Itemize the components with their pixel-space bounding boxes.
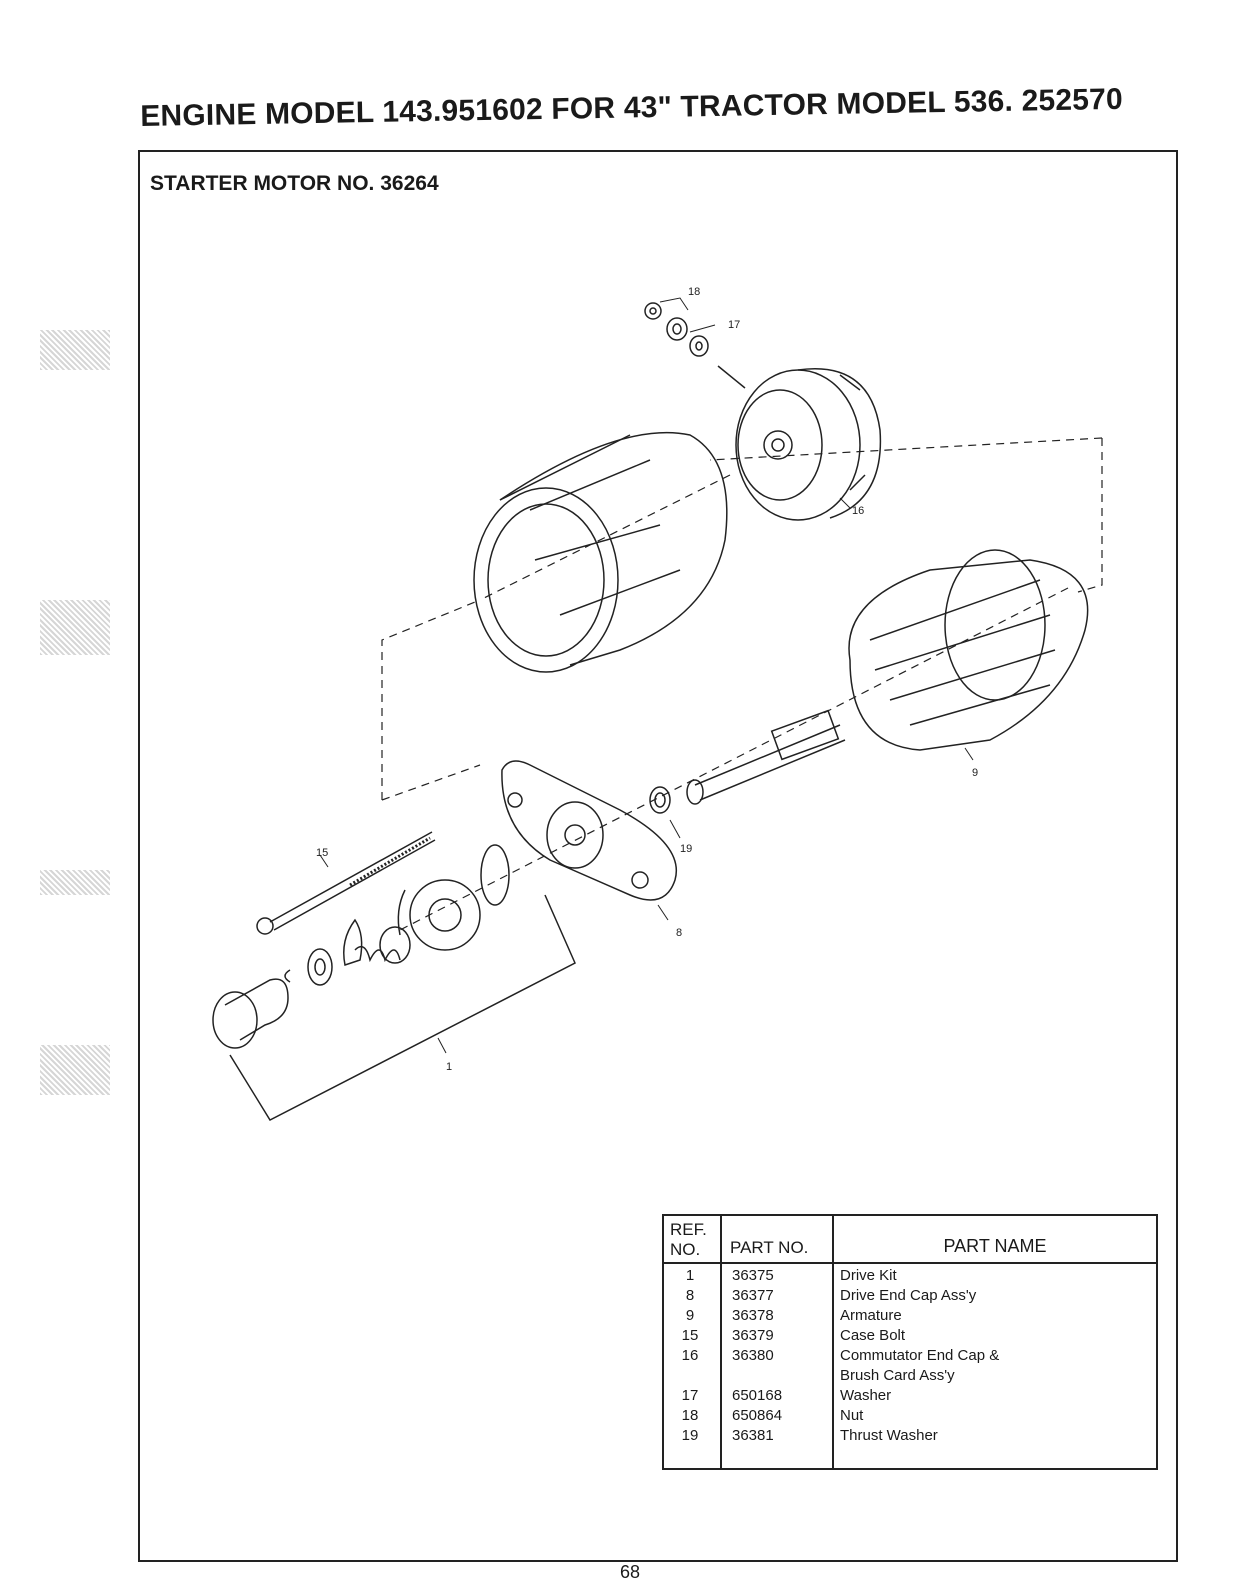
part-19-thrust-washer [649, 786, 671, 814]
part-name-cell: Drive End Cap Ass'y [840, 1287, 977, 1304]
part-name-cell: Armature [840, 1307, 902, 1324]
scan-artifact [40, 870, 110, 895]
motor-housing [473, 431, 728, 673]
callout-label: 16 [852, 505, 864, 517]
ref-cell: 9 [685, 1307, 695, 1324]
part-no-cell: 36381 [732, 1427, 774, 1444]
part-no-cell: 650864 [732, 1407, 783, 1424]
part-name-cell: Nut [840, 1407, 864, 1424]
ref-cell: 1 [685, 1267, 695, 1284]
ref-cell: 16 [681, 1347, 699, 1364]
callout-label: 17 [728, 319, 740, 331]
part-name-cell: Thrust Washer [840, 1427, 938, 1444]
part-no-cell: 650168 [732, 1387, 783, 1404]
scan-artifact [40, 600, 110, 655]
ref-cell: 17 [681, 1387, 699, 1404]
part-16-commutator-end-cap [717, 365, 882, 521]
part-name-cell: Washer [840, 1387, 892, 1404]
ref-cell: 15 [681, 1327, 699, 1344]
callout-label: 18 [688, 286, 700, 298]
part-name-cell: Case Bolt [840, 1327, 906, 1344]
table-header: REF. NO. PART NO. PART NAME [664, 1216, 1156, 1264]
assembly-guide-lines [381, 437, 1103, 931]
part-18-nut [644, 302, 662, 320]
table-row: 1 36375 Drive Kit [664, 1266, 1156, 1286]
header-part-name: PART NAME [943, 1236, 1047, 1256]
callout-label: 15 [316, 847, 328, 859]
callout-label: 9 [972, 767, 978, 779]
table-row: 9 36378 Armature [664, 1306, 1156, 1326]
callout-label: 1 [446, 1061, 452, 1073]
diagram-frame [138, 150, 1178, 1562]
exploded-parts-diagram: 18 17 16 9 19 15 8 1 [212, 286, 1103, 1121]
part-no-cell: 36375 [732, 1267, 774, 1284]
table-row: 16 36380 Commutator End Cap & Brush Card… [664, 1346, 1156, 1386]
ref-cell: 18 [681, 1407, 699, 1424]
page-number: 68 [619, 1562, 641, 1582]
scan-artifact [40, 330, 110, 370]
callout-label: 8 [676, 927, 682, 939]
header-part-no: PART NO. [730, 1238, 809, 1257]
parts-table: REF. NO. PART NO. PART NAME 1 36375 Driv… [662, 1214, 1158, 1470]
table-row: 19 36381 Thrust Washer [664, 1426, 1156, 1446]
callout-label: 19 [680, 843, 692, 855]
part-9-armature [686, 549, 1089, 805]
table-row: 18 650864 Nut [664, 1406, 1156, 1426]
part-no-cell: 36378 [732, 1307, 774, 1324]
part-17-washer [666, 317, 709, 357]
part-15-case-bolt [256, 831, 436, 935]
header-ref-no: REF. NO. [670, 1220, 707, 1259]
scan-artifact [40, 1045, 110, 1095]
table-row: 8 36377 Drive End Cap Ass'y [664, 1286, 1156, 1306]
part-1-drive-kit [212, 844, 576, 1121]
part-no-cell: 36380 [732, 1347, 774, 1364]
page-title: ENGINE MODEL 143.951602 FOR 43" TRACTOR … [140, 82, 1124, 133]
part-name-cell: Commutator End Cap & Brush Card Ass'y [840, 1347, 1000, 1384]
table-row: 15 36379 Case Bolt [664, 1326, 1156, 1346]
part-no-cell: 36379 [732, 1327, 774, 1344]
part-8-drive-end-cap [501, 760, 677, 901]
section-title: STARTER MOTOR NO. 36264 [150, 172, 439, 195]
table-row: 17 650168 Washer [664, 1386, 1156, 1406]
part-no-cell: 36377 [732, 1287, 774, 1304]
table-divider [720, 1216, 722, 1468]
part-name-cell: Drive Kit [840, 1267, 897, 1284]
table-divider [832, 1216, 834, 1468]
ref-cell: 8 [685, 1287, 695, 1304]
ref-cell: 19 [681, 1427, 699, 1444]
table-body: 1 36375 Drive Kit 8 36377 Drive End Cap … [664, 1266, 1156, 1446]
